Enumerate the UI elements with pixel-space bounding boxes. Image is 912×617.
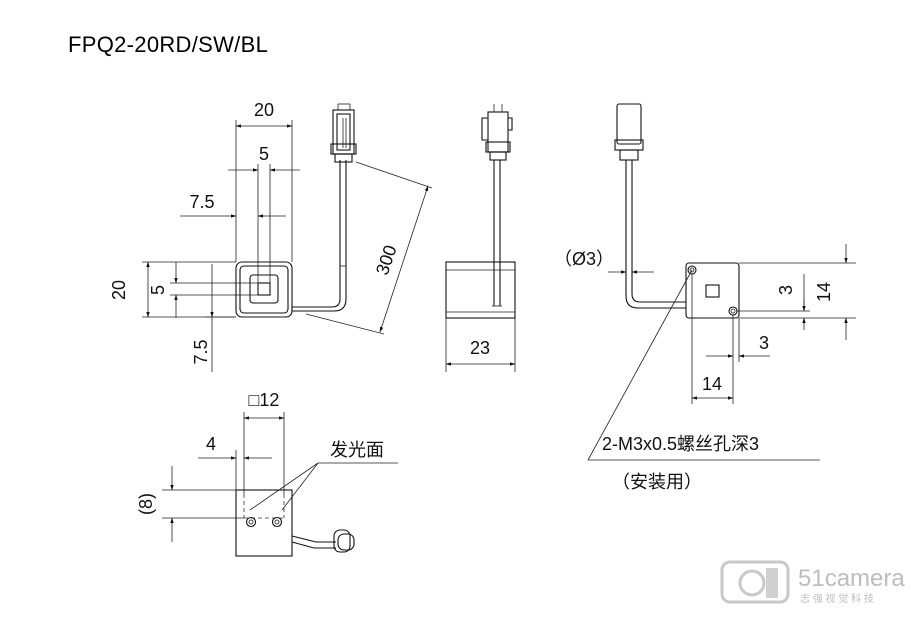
watermark-brand: 51camera	[798, 565, 905, 592]
right-dim-height: 14	[814, 282, 834, 302]
detail-dim-square: □12	[249, 390, 280, 410]
camera-logo-icon	[720, 560, 790, 604]
right-dim-hole-vertical: 3	[776, 285, 796, 295]
right-dim-hole-horizontal: 3	[759, 333, 769, 353]
detail-view: □12 4 (8) 发光面	[136, 390, 398, 557]
watermark: 51camera 志 强 视 觉 科 技	[720, 560, 905, 605]
front-dim-window-vertical: 5	[148, 285, 168, 295]
drawing-title: FPQ2-20RD/SW/BL	[68, 32, 269, 57]
front-dim-offset: 7.5	[189, 192, 214, 212]
front-dim-width: 20	[254, 100, 274, 120]
front-dim-height: 20	[109, 280, 129, 300]
right-dim-width: 14	[702, 374, 722, 394]
right-dim-cable-diameter: （Ø3）	[554, 249, 614, 269]
detail-dim-depth: (8)	[136, 493, 156, 515]
label-emitting-surface: 发光面	[330, 440, 384, 460]
front-view: 20 5 7.5 20 5 7.5 300	[109, 100, 433, 372]
detail-dim-offset: 4	[206, 434, 216, 454]
front-dim-offset-vertical: 7.5	[191, 339, 211, 364]
watermark-subtitle: 志 强 视 觉 科 技	[800, 592, 874, 605]
note-mounting-holes: 2-M3x0.5螺丝孔深3	[602, 434, 759, 454]
front-dim-cable-length: 300	[372, 243, 401, 278]
side-dim-depth: 23	[470, 338, 490, 358]
note-for-mounting: （安装用）	[612, 472, 702, 492]
side-view: 23	[445, 104, 516, 372]
front-dim-window: 5	[259, 144, 269, 164]
right-view: （Ø3） 14 3 3 14 2-M3x0.5螺丝孔深3 （安装用）	[554, 103, 856, 492]
